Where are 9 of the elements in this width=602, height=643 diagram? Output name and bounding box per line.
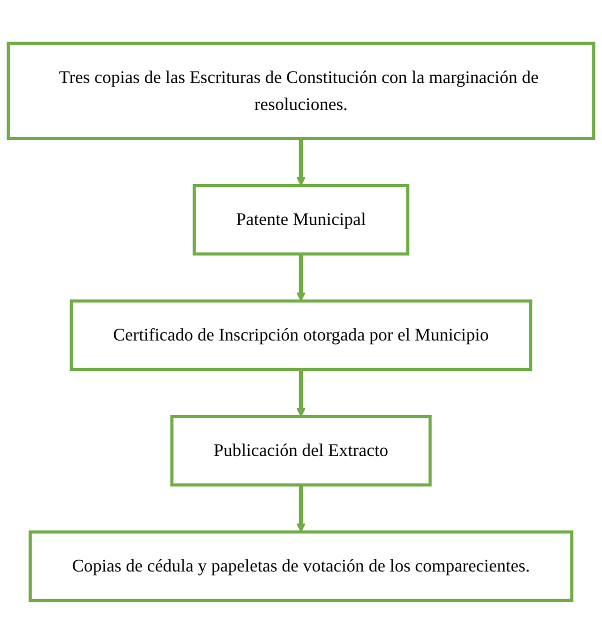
node-box: Copias de cédula y papeletas de votación de los comparecientes. [28, 530, 574, 602]
arrow [296, 254, 306, 302]
node-box: Patente Municipal [192, 184, 410, 256]
arrow [296, 484, 306, 532]
node-box: Certificado de Inscripción otorgada por el Municipio [70, 299, 532, 371]
arrow [296, 369, 306, 416]
node-box: Publicación del Extracto [170, 414, 432, 486]
arrow [296, 138, 306, 186]
node-box: Tres copias de las Escrituras de Constitución con la marginación de resoluciones. [6, 41, 596, 140]
